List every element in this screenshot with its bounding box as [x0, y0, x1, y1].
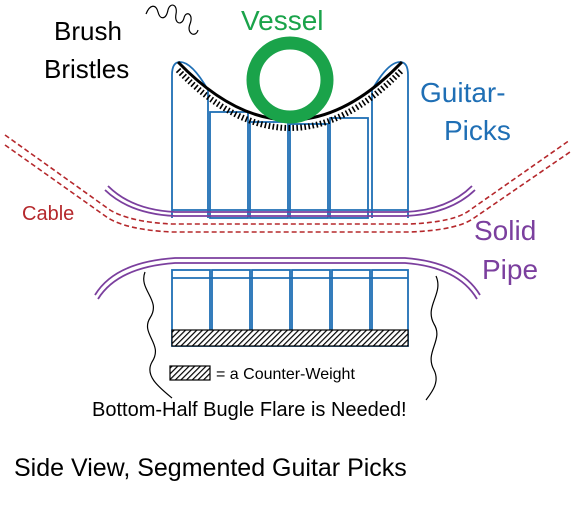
- cable-line-outer: [4, 134, 571, 225]
- upper-pick-segment: [249, 121, 289, 219]
- pipe-upper-outer: [104, 189, 476, 217]
- caption: Side View, Segmented Guitar Picks: [14, 454, 407, 482]
- cable-line-inner: [4, 144, 571, 233]
- squiggles: [143, 4, 439, 401]
- bristle-hairs: [175, 67, 405, 131]
- vessel-label: Vessel: [241, 5, 324, 36]
- solid-pipe: [94, 185, 481, 300]
- upper-pick-assembly: [171, 61, 409, 219]
- cable: [4, 134, 571, 233]
- upper-pick-segment: [209, 111, 249, 219]
- pipe-label-line1: Solid: [474, 215, 536, 246]
- picks-label-line2: Picks: [444, 115, 511, 146]
- pipe-upper-inner: [107, 185, 473, 213]
- upper-pick-segment: [329, 117, 369, 219]
- vessel-ring: [246, 36, 334, 124]
- brush-label-line1: Brush: [54, 16, 122, 46]
- brush-label-line2: Bristles: [44, 54, 129, 84]
- counter-weight: [171, 329, 409, 347]
- pipe-lower-inner: [97, 262, 478, 300]
- left-note-squiggle: [143, 271, 173, 399]
- brush-squiggle: [145, 4, 199, 35]
- upper-pick-segment: [289, 123, 329, 219]
- legend-label: = a Counter-Weight: [216, 366, 355, 383]
- note-label: Bottom-Half Bugle Flare is Needed!: [92, 399, 407, 421]
- cable-label: Cable: [22, 203, 74, 225]
- picks-label-line1: Guitar-: [420, 77, 506, 108]
- pipe-label-line2: Pipe: [482, 254, 538, 285]
- pipe-lower-outer: [94, 257, 481, 296]
- right-note-squiggle: [425, 275, 439, 401]
- counter-weight-legend-swatch: [169, 365, 211, 381]
- lower-pick-assembly: [171, 269, 409, 347]
